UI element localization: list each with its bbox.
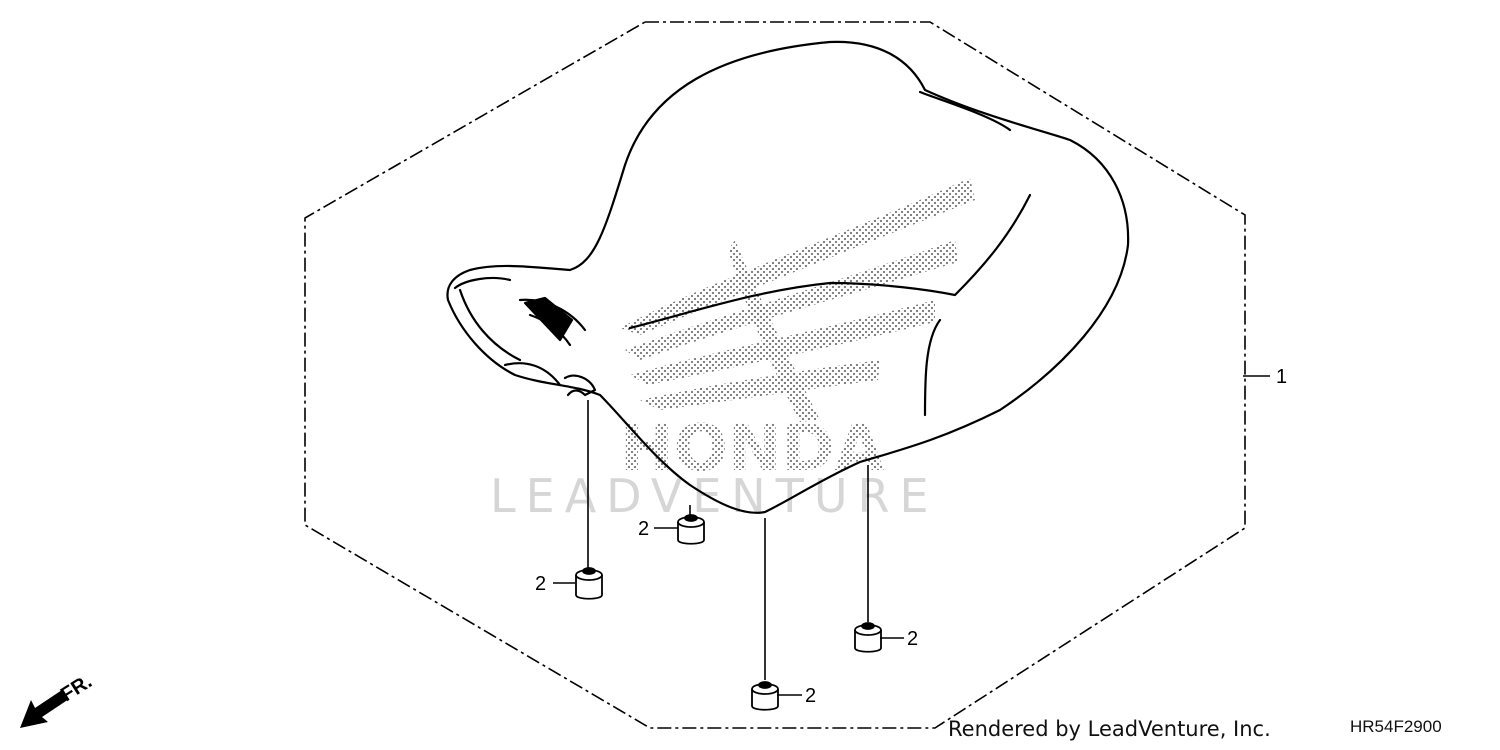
- seat-outline: [446, 40, 1130, 514]
- seat-crease: [628, 193, 1032, 330]
- callout-rubber-c: 2: [907, 628, 918, 650]
- watermark-brand: HONDA: [620, 412, 885, 486]
- render-credit: Rendered by LeadVenture, Inc.: [948, 717, 1271, 741]
- seat-latch-slot: [523, 296, 574, 342]
- callout-seat: 1: [1276, 366, 1287, 388]
- rubber-cushion-a: [575, 567, 603, 600]
- front-direction-marker: FR.: [20, 671, 96, 728]
- seat-side-edge: [923, 318, 942, 417]
- seat-ridge: [918, 90, 1012, 132]
- assembly-boundary: [304, 21, 1246, 729]
- diagram-code: HR54F2900: [1350, 717, 1442, 736]
- rubber-cushion-d: [751, 681, 779, 711]
- arrow-down-left-icon: [20, 690, 69, 728]
- callout-rubber-d: 2: [805, 685, 816, 707]
- callout-rubber-a: 2: [535, 573, 546, 595]
- watermark-text: LEADVENTURE: [490, 469, 939, 523]
- rubber-cushion-c: [854, 622, 882, 653]
- honda-wing-watermark: HONDA LEADVENTURE: [490, 178, 975, 523]
- seat-assembly: [446, 40, 1130, 514]
- callout-rubber-b: 2: [638, 518, 649, 540]
- rubber-cushion-b: [677, 514, 705, 545]
